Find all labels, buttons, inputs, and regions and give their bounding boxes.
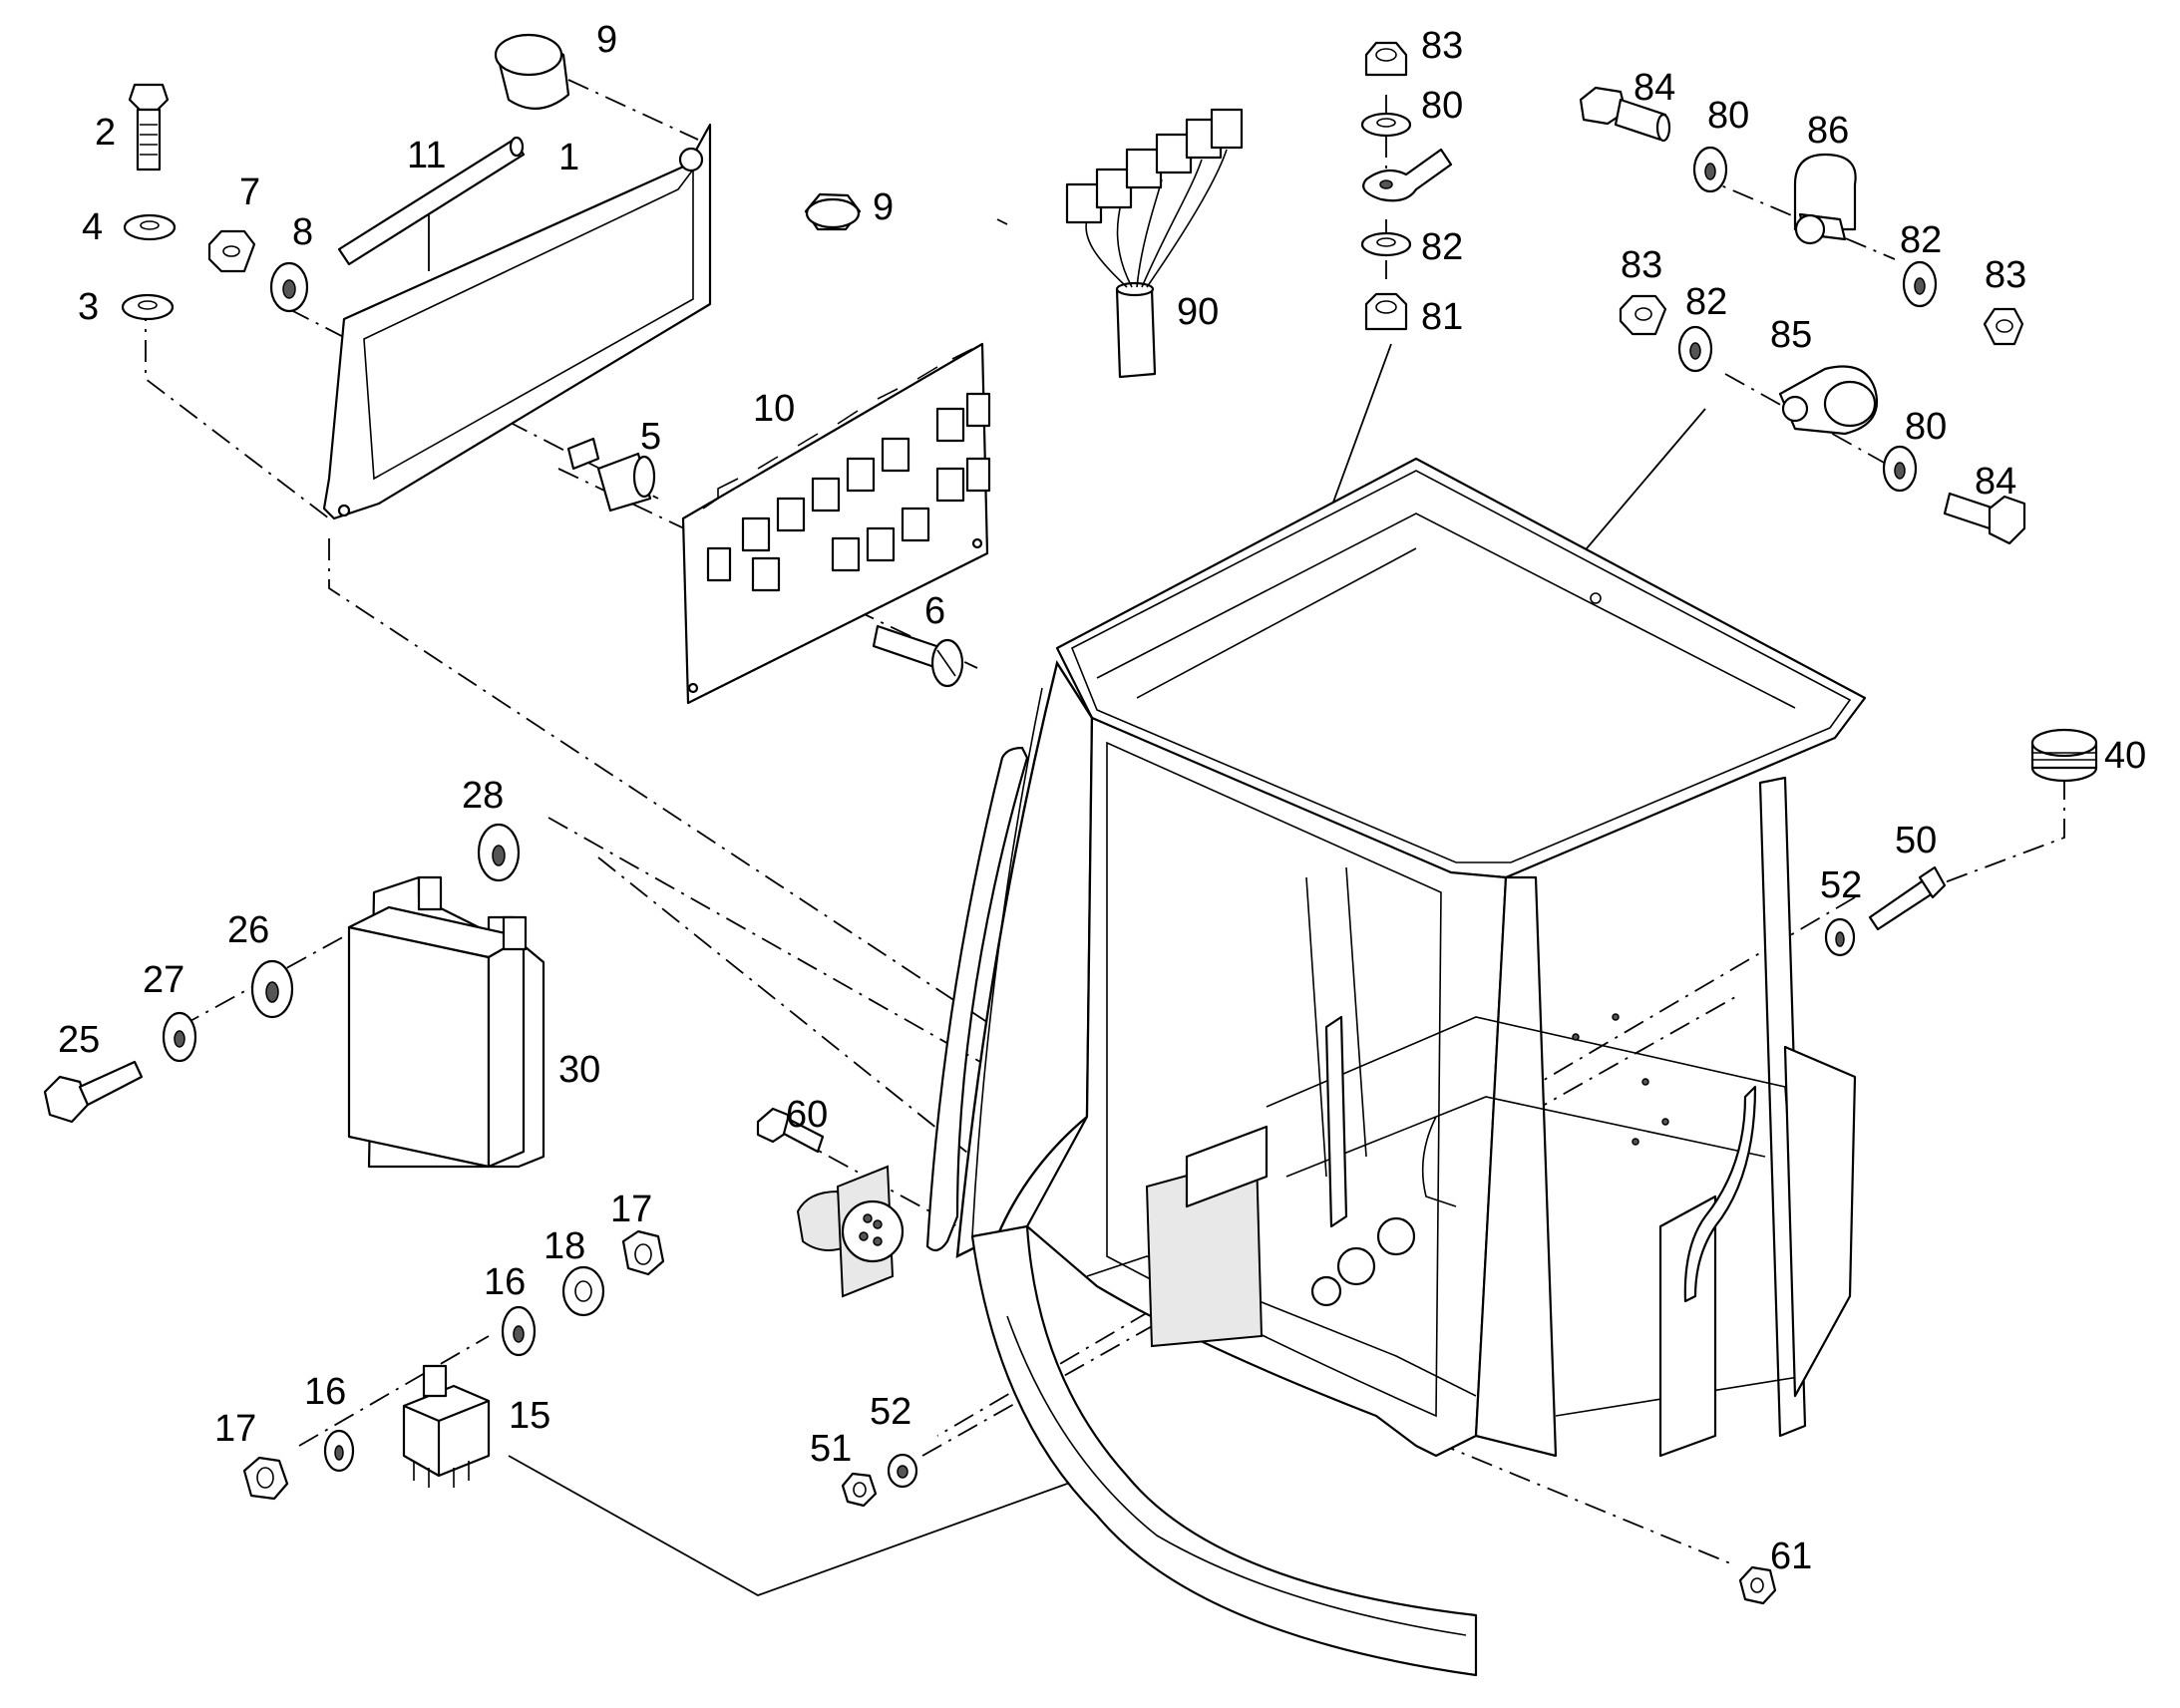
callout-4: 4 xyxy=(82,206,103,248)
callout-labels: 2 4 3 7 8 11 1 9 9 10 5 6 90 83 80 82 81… xyxy=(58,19,2146,1577)
callout-1: 1 xyxy=(558,137,579,178)
callout-83-top: 83 xyxy=(1421,25,1463,67)
washer-80-right xyxy=(1692,146,1728,193)
callout-28: 28 xyxy=(462,775,504,817)
callout-90: 90 xyxy=(1177,291,1219,333)
callout-84-lower: 84 xyxy=(1975,461,2016,503)
grommet-top xyxy=(494,33,570,110)
callout-16-bottom: 16 xyxy=(304,1371,346,1413)
relay-15 xyxy=(402,1364,491,1488)
callout-52-right: 52 xyxy=(1820,864,1862,906)
bolt-60 xyxy=(756,1107,825,1154)
ring-terminal xyxy=(1362,148,1453,202)
callout-9-top: 9 xyxy=(596,19,617,61)
callout-30: 30 xyxy=(558,1049,600,1091)
callout-17-top: 17 xyxy=(610,1189,652,1230)
mounting-bracket xyxy=(322,123,712,520)
callout-80-top: 80 xyxy=(1421,85,1463,127)
nut-7 xyxy=(207,229,256,273)
callout-6: 6 xyxy=(924,590,945,632)
callout-11: 11 xyxy=(407,135,446,176)
washer-3 xyxy=(121,293,175,321)
callout-86: 86 xyxy=(1807,110,1849,152)
callout-7: 7 xyxy=(239,171,260,213)
washer-8 xyxy=(269,261,309,313)
callout-3: 3 xyxy=(78,286,99,328)
wiring-harness xyxy=(1065,108,1244,379)
washer-52-bottom xyxy=(887,1453,918,1489)
control-unit-30 xyxy=(347,875,545,1169)
bolt-84-lower xyxy=(1943,492,2026,545)
callout-52-bottom: 52 xyxy=(870,1391,911,1433)
clamp-86 xyxy=(1793,153,1857,245)
washer-27 xyxy=(162,1011,197,1063)
nut-83-top xyxy=(1364,41,1408,77)
rubber-mount-40 xyxy=(2030,728,2098,783)
callout-8: 8 xyxy=(292,211,313,253)
standoff-5 xyxy=(566,437,656,512)
callout-40: 40 xyxy=(2104,735,2146,777)
callout-16-top: 16 xyxy=(484,1261,526,1303)
callout-80-lower: 80 xyxy=(1905,406,1947,448)
bolt-50 xyxy=(1868,865,1947,931)
washer-80-top xyxy=(1360,112,1412,138)
washer-52-right xyxy=(1824,917,1856,957)
callout-26: 26 xyxy=(227,909,269,951)
callout-5: 5 xyxy=(640,416,661,458)
callout-51: 51 xyxy=(810,1428,852,1470)
callout-60: 60 xyxy=(786,1094,828,1136)
washer-82-right xyxy=(1902,260,1938,308)
nut-81 xyxy=(1364,292,1408,331)
clamp-85 xyxy=(1778,365,1879,436)
nut-17-bottom xyxy=(242,1456,289,1501)
connector-socket xyxy=(796,1165,905,1298)
callout-85: 85 xyxy=(1770,314,1812,356)
nut-83-right xyxy=(1983,307,2024,346)
washer-28 xyxy=(477,823,521,882)
nut-17-top xyxy=(621,1229,665,1276)
callout-80-right: 80 xyxy=(1707,95,1749,137)
washer-4 xyxy=(123,213,177,241)
hex-grommet xyxy=(804,192,862,231)
screw-6 xyxy=(872,624,964,688)
callout-50: 50 xyxy=(1895,820,1937,861)
washer-16-top xyxy=(501,1305,537,1357)
callout-27: 27 xyxy=(143,959,184,1001)
washer-18 xyxy=(561,1265,605,1317)
circuit-board xyxy=(681,342,991,705)
callout-9-right: 9 xyxy=(873,186,894,228)
callout-61: 61 xyxy=(1770,1536,1812,1577)
callout-82-right: 82 xyxy=(1900,219,1942,261)
callout-83-mid: 83 xyxy=(1621,244,1662,286)
nut-61 xyxy=(1738,1565,1777,1605)
callout-18: 18 xyxy=(544,1225,585,1267)
bolt-25 xyxy=(43,1060,144,1124)
bolt-2 xyxy=(128,83,170,171)
callout-81: 81 xyxy=(1421,296,1463,338)
nut-83-mid xyxy=(1619,294,1667,336)
washer-82-mid xyxy=(1677,325,1713,373)
callout-15: 15 xyxy=(509,1395,550,1437)
callout-82-top: 82 xyxy=(1421,226,1463,268)
callout-10: 10 xyxy=(753,388,795,430)
washer-26 xyxy=(250,959,294,1019)
callout-17-bottom: 17 xyxy=(214,1408,256,1450)
callout-82-mid: 82 xyxy=(1685,281,1727,323)
sleeve-tube xyxy=(337,136,526,266)
relay-sockets xyxy=(706,392,991,592)
callout-25: 25 xyxy=(58,1019,100,1061)
bolt-84-top xyxy=(1579,86,1671,143)
washer-16-bottom xyxy=(323,1429,355,1473)
callout-83-right: 83 xyxy=(1985,254,2026,296)
callout-84-top: 84 xyxy=(1634,67,1675,109)
operator-cab xyxy=(925,457,1867,1677)
washer-80-lower xyxy=(1882,445,1918,493)
washer-82-top xyxy=(1360,231,1412,257)
nut-51 xyxy=(841,1472,878,1508)
callout-2: 2 xyxy=(95,112,116,154)
